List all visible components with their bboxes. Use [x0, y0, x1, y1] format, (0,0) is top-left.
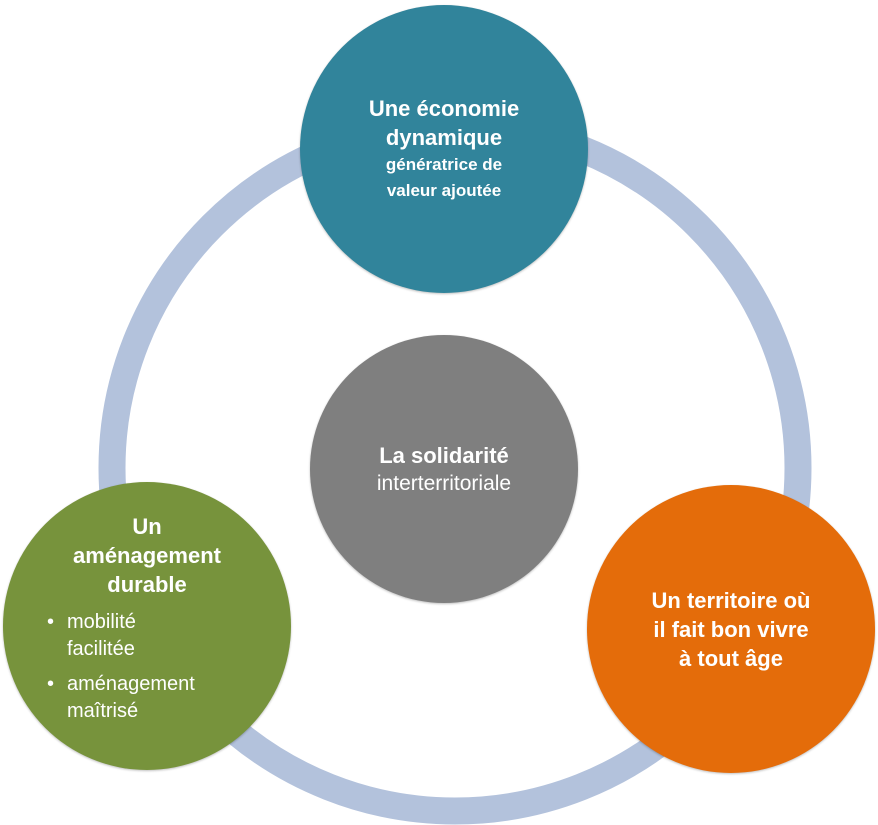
node-economie-subtitle-line-1: génératrice de [385, 155, 503, 174]
node-amenagement-title-line-2: aménagement [73, 543, 221, 568]
bullet-item-mobilite: mobilité facilitée [47, 609, 195, 663]
node-territoire-title-line-2: il fait bon vivre [653, 616, 809, 642]
bullet-amenagement-line-1: aménagement [67, 673, 195, 695]
node-territoire-title-line-3: à tout âge [679, 645, 783, 671]
node-amenagement-title-line-3: durable [107, 572, 187, 597]
bullet-amenagement-line-2: maîtrisé [67, 700, 139, 722]
node-amenagement-bullets: mobilité facilitée aménagement maîtrisé [47, 609, 195, 733]
node-economie-subtitle-line-2: valeur ajoutée [386, 181, 502, 200]
node-territoire-title-line-1: Un territoire où [651, 587, 811, 613]
node-solidarite-title: La solidarité [379, 442, 509, 468]
node-economie-title-line-2: dynamique [385, 125, 503, 150]
bullet-mobilite-line-2: facilitée [67, 638, 135, 660]
node-amenagement-title-line-1: Un [132, 514, 162, 539]
node-solidarite: La solidarité interterritoriale [310, 335, 578, 603]
bullet-item-amenagement: aménagement maîtrisé [47, 671, 195, 725]
node-amenagement: Un aménagement durable mobilité facilité… [3, 482, 291, 770]
node-economie: Une économie dynamique génératrice de va… [300, 5, 588, 293]
node-territoire: Un territoire où il fait bon vivre à tou… [587, 485, 875, 773]
node-economie-title-line-1: Une économie [368, 96, 520, 121]
bullet-mobilite-line-1: mobilité [67, 611, 136, 633]
node-solidarite-subtitle: interterritoriale [376, 471, 512, 495]
